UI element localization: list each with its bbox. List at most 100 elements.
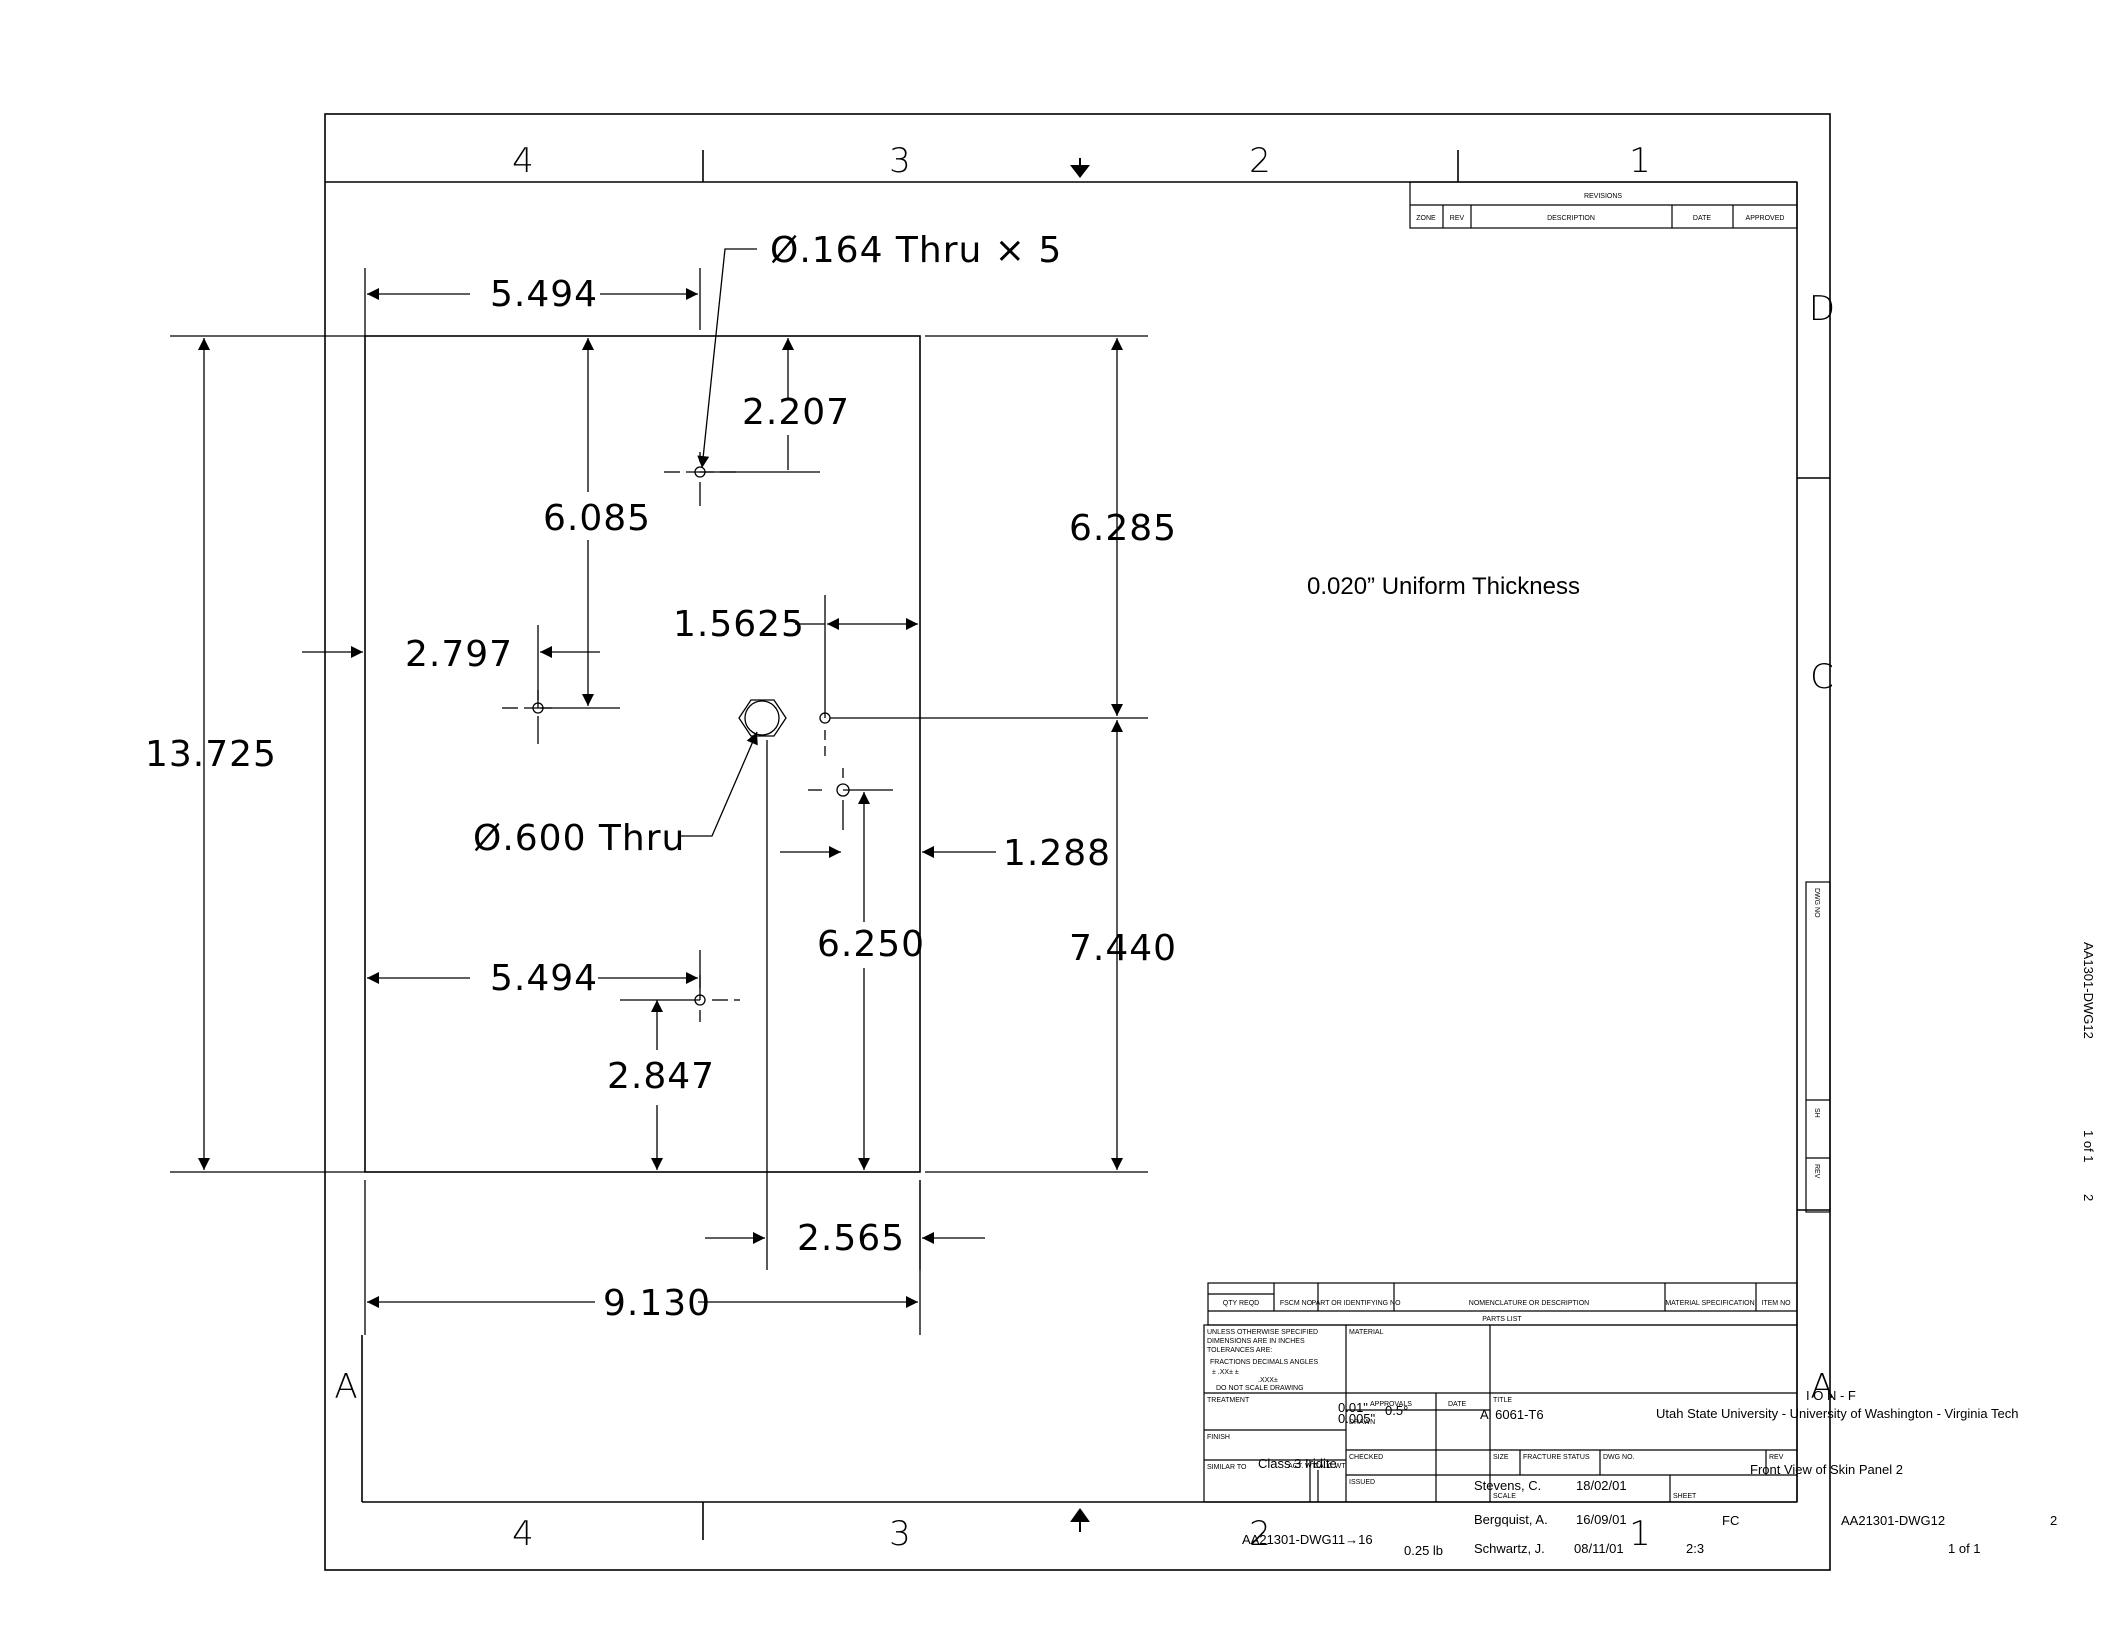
drawn-date: 18/02/01	[1576, 1478, 1627, 1493]
checked-by: Bergquist, A.	[1474, 1512, 1548, 1527]
revisions-col: APPROVED	[1746, 215, 1785, 222]
dim-left-hole-vertical: 6.085	[543, 498, 651, 539]
dim-bottom-center-width: 2.565	[797, 1218, 905, 1259]
hole-center-right	[819, 712, 831, 756]
similar-to-label: SIMILAR TO	[1207, 1464, 1247, 1471]
title-label: TITLE	[1493, 1397, 1512, 1404]
issued-by: Schwartz, J.	[1474, 1541, 1545, 1556]
revisions-col: DESCRIPTION	[1547, 215, 1595, 222]
zone-label-top: 1	[1629, 141, 1651, 181]
zone-label-bottom: 1	[1629, 1514, 1651, 1554]
revisions-col: ZONE	[1416, 215, 1436, 222]
dim-hole-callout: Ø.164 Thru × 5	[770, 230, 1062, 271]
side-dwg-no: AA1301-DWG12	[2081, 942, 2096, 1039]
size-value: FC	[1722, 1513, 1739, 1528]
scale-value: 2:3	[1686, 1541, 1704, 1556]
parts-col: QTY REQD	[1223, 1300, 1259, 1307]
side-strip-label: DWG NO	[1813, 888, 1820, 918]
weight-value: 0.25 lb	[1404, 1543, 1443, 1558]
hole-bottom	[694, 975, 740, 1022]
calc-wt-label: CALC WT	[1314, 1463, 1346, 1470]
drawing-title: Front View of Skin Panel 2	[1750, 1462, 1903, 1477]
dim-overall-width: 9.130	[603, 1283, 711, 1324]
dim-bottom-hole-vertical: 2.847	[607, 1056, 715, 1097]
tolerance-note: .XXX±	[1258, 1377, 1278, 1384]
sheet-value: 1 of 1	[1948, 1541, 1981, 1556]
size-label: SIZE	[1493, 1454, 1509, 1461]
finish-label: FINISH	[1207, 1434, 1230, 1441]
tolerance-note: TOLERANCES ARE:	[1207, 1347, 1272, 1354]
side-strip	[1805, 881, 1831, 1213]
zone-label-side: A	[334, 1367, 357, 1407]
dim-top-left-width: 5.494	[490, 274, 598, 315]
zone-label-top: 4	[512, 141, 534, 181]
material-label: MATERIAL	[1349, 1329, 1384, 1336]
side-sheet: 1 of 1	[2081, 1130, 2096, 1163]
scale-label: SCALE	[1493, 1493, 1516, 1500]
tolerance-note: DO NOT SCALE DRAWING	[1216, 1385, 1304, 1392]
tolerance-angle: 0.5°	[1385, 1403, 1408, 1418]
hole-left	[502, 690, 552, 744]
hole-callout-leader	[697, 248, 757, 469]
hole-lower-right	[808, 768, 850, 830]
zone-label-side: A	[1810, 1367, 1833, 1407]
issued-date: 08/11/01	[1574, 1541, 1624, 1556]
dim-bottom-left-width: 5.494	[490, 958, 598, 999]
drawn-by: Stevens, C.	[1474, 1478, 1541, 1493]
act-wt-label: ACT. WT.	[1288, 1463, 1317, 1470]
drawn-label: DRAWN	[1349, 1419, 1375, 1426]
checked-date: 16/09/01	[1576, 1512, 1627, 1527]
hole-top	[664, 452, 736, 506]
thickness-note: 0.020” Uniform Thickness	[1307, 573, 1580, 600]
revisions-col: DATE	[1693, 215, 1711, 222]
zone-label-bottom: 3	[889, 1514, 911, 1554]
date-label: DATE	[1448, 1401, 1466, 1408]
issued-label: ISSUED	[1349, 1479, 1375, 1486]
parts-col: MATERIAL SPECIFICATION	[1665, 1300, 1754, 1307]
parts-col: PART OR IDENTIFYING NO	[1311, 1300, 1401, 1307]
dim-top-right-vertical: 2.207	[742, 392, 850, 433]
checked-label: CHECKED	[1349, 1454, 1383, 1461]
finish-value: Class 3 Iridite	[1258, 1456, 1337, 1471]
side-strip-label: REV	[1813, 1164, 1820, 1179]
fracture-status-label: FRACTURE STATUS	[1523, 1454, 1590, 1461]
hole-center-large	[738, 699, 787, 737]
rev-label: REV	[1769, 1454, 1784, 1461]
parts-col: ITEM NO	[1761, 1300, 1791, 1307]
centering-arrow-top	[1070, 165, 1090, 178]
sheet-label: SHEET	[1673, 1493, 1697, 1500]
revisions-col: REV	[1450, 215, 1465, 222]
approvals-label: APPROVALS	[1370, 1401, 1412, 1408]
side-rev: 2	[2081, 1194, 2096, 1201]
rev-value: 2	[2050, 1513, 2057, 1528]
parts-list-title: PARTS LIST	[1482, 1316, 1522, 1323]
organization: Utah State University - University of Wa…	[1656, 1406, 2018, 1421]
dwg-no-value: AA21301-DWG12	[1841, 1513, 1945, 1528]
title-block	[1203, 1324, 1798, 1503]
dwg-no-label: DWG NO.	[1603, 1454, 1635, 1461]
tolerance-note: UNLESS OTHERWISE SPECIFIED	[1207, 1329, 1318, 1336]
tolerance-note: DIMENSIONS ARE IN INCHES	[1207, 1338, 1305, 1345]
treatment-label: TREATMENT	[1207, 1397, 1250, 1404]
zone-label-bottom: 2	[1249, 1514, 1271, 1554]
tolerance-note: ± .XX± ±	[1212, 1369, 1239, 1376]
tolerance-decimal-2: 0.01"	[1338, 1400, 1368, 1415]
dim-center-offset: 1.5625	[673, 604, 805, 645]
dim-right-offset: 1.288	[1003, 833, 1111, 874]
revisions-title: REVISIONS	[1584, 193, 1622, 200]
tolerance-decimal-3: 0.005"	[1338, 1411, 1376, 1426]
outer-border	[324, 113, 1831, 1571]
material-value: Al 6061-T6	[1480, 1407, 1544, 1422]
zone-label-side: D	[1809, 289, 1835, 329]
parts-col: FSCM NO	[1280, 1300, 1313, 1307]
dim-right-bottom-vertical: 7.440	[1069, 928, 1177, 969]
similar-to-value: AA21301-DWG11→16	[1242, 1532, 1373, 1547]
dim-center-hole-callout: Ø.600 Thru	[473, 818, 685, 859]
side-strip-label: SH	[1813, 1108, 1820, 1118]
zone-label-bottom: 4	[512, 1514, 534, 1554]
panel-outline	[364, 335, 921, 1173]
revisions-table	[1409, 181, 1798, 229]
centering-arrow-bottom	[1070, 1508, 1090, 1522]
parts-col: NOMENCLATURE OR DESCRIPTION	[1469, 1300, 1589, 1307]
